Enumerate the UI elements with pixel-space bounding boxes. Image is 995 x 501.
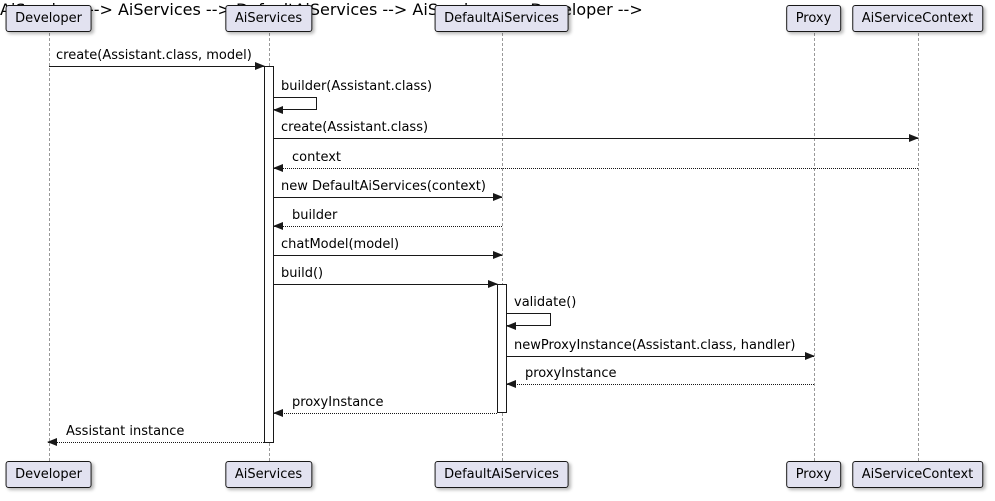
arrowhead-right-icon <box>909 134 919 142</box>
message-line <box>274 284 497 285</box>
message-newproxyinstance: newProxyInstance(Assistant.class, handle… <box>507 338 815 360</box>
lifeline-developer <box>48 33 50 461</box>
activation-bar-defaultaiservices <box>497 284 507 413</box>
arrowhead-left-icon <box>273 164 283 172</box>
message-label: create(Assistant.class) <box>281 120 429 135</box>
participant-defaultaiservices-bottom: DefaultAiServices <box>434 461 569 488</box>
return-message-assistant-instance: Assistant instance <box>47 424 264 446</box>
arrowhead-left-icon <box>273 409 283 417</box>
return-message-builder: builder <box>273 208 502 230</box>
self-message-builder: builder(Assistant.class) <box>273 79 433 114</box>
message-label: proxyInstance <box>292 395 384 410</box>
arrowhead-left-icon <box>506 322 516 330</box>
activation-bar-aiservices <box>264 66 274 443</box>
arrowhead-right-icon <box>493 251 503 259</box>
arrowhead-right-icon <box>805 352 815 360</box>
message-label: validate() <box>514 295 577 310</box>
participant-aiservicecontext-top: AiServiceContext <box>851 5 984 32</box>
message-label: chatModel(model) <box>281 237 400 252</box>
message-line <box>48 442 264 443</box>
message-line <box>49 66 264 67</box>
self-message-loop <box>507 313 551 326</box>
lifeline-aiservicecontext <box>917 33 919 461</box>
message-chatmodel: chatModel(model) <box>274 237 503 259</box>
message-line <box>274 138 918 139</box>
message-line <box>274 168 918 169</box>
message-label: proxyInstance <box>525 366 617 381</box>
message-line <box>507 384 814 385</box>
participant-proxy-top: Proxy <box>785 5 842 32</box>
message-line <box>274 226 502 227</box>
arrowhead-right-icon <box>255 62 265 70</box>
arrowhead-right-icon <box>488 280 498 288</box>
return-message-proxyinstance: proxyInstance <box>506 366 814 388</box>
arrowhead-left-icon <box>273 222 283 230</box>
self-message-validate: validate() <box>506 295 577 330</box>
participant-aiservices-bottom: AiServices <box>224 461 313 488</box>
arrowhead-left-icon <box>506 380 516 388</box>
message-label: new DefaultAiServices(context) <box>281 179 486 194</box>
message-line <box>274 197 502 198</box>
participant-proxy-bottom: Proxy <box>785 461 842 488</box>
lifeline-proxy <box>813 33 815 461</box>
return-message-context: context <box>273 150 918 172</box>
arrowhead-left-icon <box>47 438 57 446</box>
arrowhead-right-icon <box>493 193 503 201</box>
message-label: Assistant instance <box>66 424 185 439</box>
participant-aiservices-top: AiServices <box>224 5 313 32</box>
participant-developer-top: Developer <box>5 5 92 32</box>
message-label: create(Assistant.class, model) <box>56 48 252 63</box>
message-label: context <box>292 150 341 165</box>
arrowhead-left-icon <box>273 106 283 114</box>
participant-developer-bottom: Developer <box>5 461 92 488</box>
lifeline-defaultaiservices <box>501 33 503 461</box>
message-create-assistant-class: create(Assistant.class) <box>274 120 919 142</box>
message-label: newProxyInstance(Assistant.class, handle… <box>514 338 796 353</box>
message-create-assistant-model: create(Assistant.class, model) <box>49 48 265 70</box>
return-message-proxyinstance-2: proxyInstance <box>273 395 497 417</box>
message-line <box>274 255 502 256</box>
participant-defaultaiservices-top: DefaultAiServices <box>434 5 569 32</box>
participant-aiservicecontext-bottom: AiServiceContext <box>851 461 984 488</box>
message-build: build() <box>274 266 498 288</box>
message-line <box>274 413 497 414</box>
self-message-loop <box>274 97 317 110</box>
message-line <box>507 356 814 357</box>
message-label: builder(Assistant.class) <box>281 79 433 94</box>
message-label: build() <box>281 266 324 281</box>
message-label: builder <box>292 208 338 223</box>
message-new-defaultaiservices: new DefaultAiServices(context) <box>274 179 503 201</box>
